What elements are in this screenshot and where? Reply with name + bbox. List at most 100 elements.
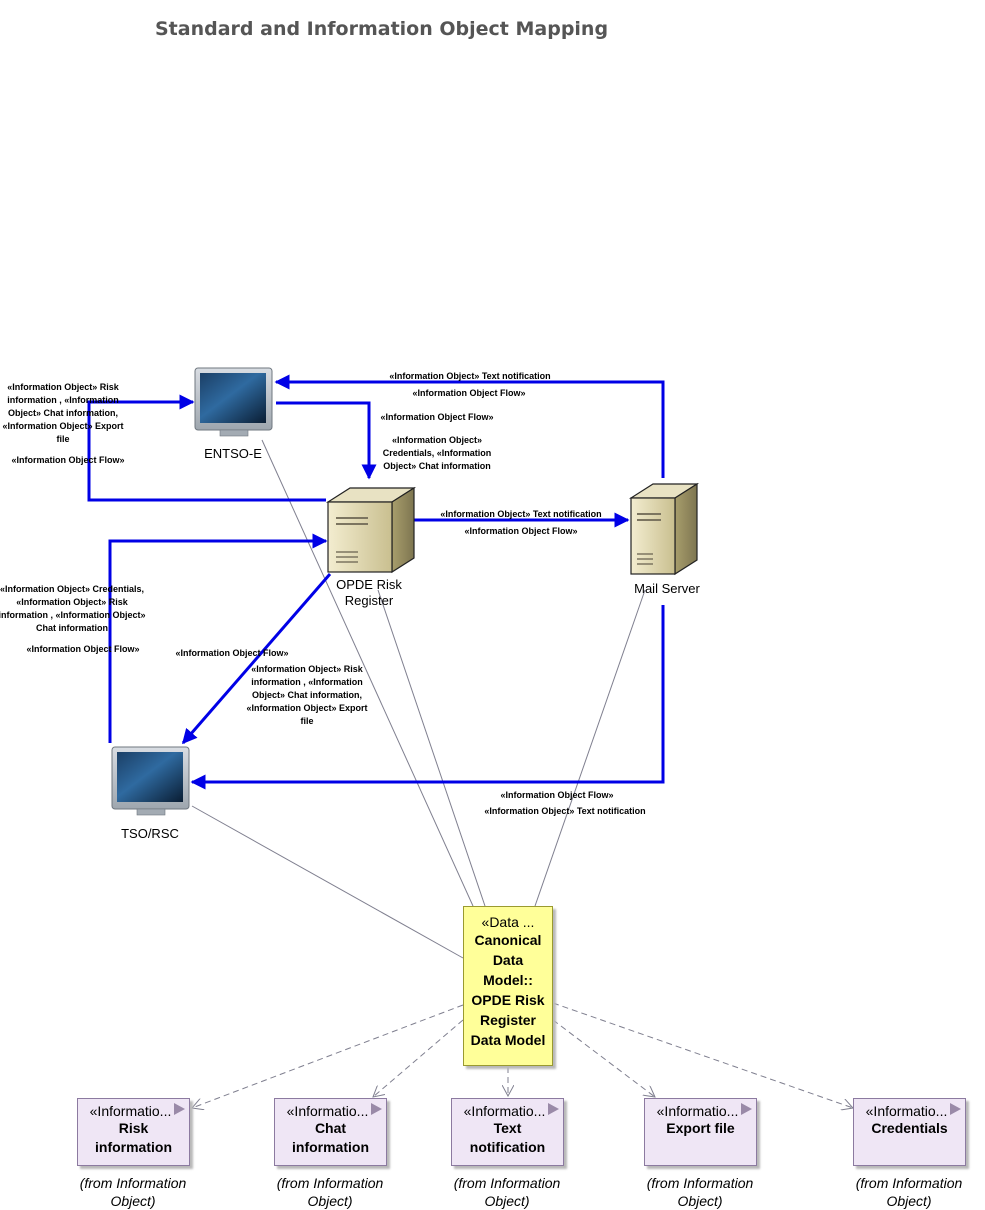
dependency-lines (192, 1002, 853, 1108)
trace-lines (191, 439, 646, 959)
info-object-name: Chat (314, 1120, 347, 1136)
element-triangle-icon (174, 1103, 185, 1115)
info-object-name: information (95, 1139, 172, 1155)
entsoe-node[interactable]: ENTSO-E (194, 367, 273, 461)
dep-chat (373, 1019, 464, 1097)
info-object-stereotype: «Informatio... (286, 1103, 369, 1119)
svg-text:«Information Object» Credentia: «Information Object» Credentials, (0, 584, 144, 594)
element-triangle-icon (950, 1103, 961, 1115)
info-object-name: notification (469, 1139, 546, 1155)
svg-text:file: file (300, 716, 313, 726)
flow-label-mail-to-tso: «Information Object Flow» «Information O… (484, 790, 645, 816)
data-model-name-line: Canonical (474, 932, 542, 948)
svg-text:Chat information: Chat information (36, 623, 108, 633)
data-model-name-line: OPDE Risk (471, 992, 545, 1008)
svg-text:«Information Object» Risk: «Information Object» Risk (16, 597, 129, 607)
server-icon (628, 482, 700, 576)
svg-text:«Information Object Flow»: «Information Object Flow» (464, 526, 577, 536)
svg-text:Object» Chat information,: Object» Chat information, (8, 408, 118, 418)
info-object-stereotype: «Informatio... (656, 1103, 739, 1119)
data-model-name-line: Model:: (483, 972, 533, 988)
svg-text:information , «Information Obj: information , «Information Object» (0, 610, 146, 620)
svg-text:«Information Object Flow»: «Information Object Flow» (412, 388, 525, 398)
flow-label-opde-to-mail: «Information Object» Text notification «… (440, 509, 601, 536)
dep-risk (192, 1004, 464, 1108)
svg-text:information , «Information: information , «Information (7, 395, 119, 405)
trace-opde (377, 589, 486, 907)
data-model-stereotype: «Data ... (481, 914, 535, 930)
info-object-risk-information[interactable]: «Informatio... Risk information (77, 1098, 190, 1166)
info-object-text-notification[interactable]: «Informatio... Text notification (451, 1098, 564, 1166)
svg-text:«Information Object» Text noti: «Information Object» Text notification (440, 509, 601, 519)
element-triangle-icon (548, 1103, 559, 1115)
info-object-name: information (292, 1139, 369, 1155)
svg-text:«Information Object» Text noti: «Information Object» Text notification (484, 806, 645, 816)
data-model-name-line: Data Model (470, 1032, 546, 1048)
info-object-chat-information[interactable]: «Informatio... Chat information (274, 1098, 387, 1166)
opde-label-line2: Register (345, 593, 394, 608)
trace-entsoe (261, 439, 474, 907)
monitor-icon (194, 367, 273, 437)
flow-mail-to-tso (190, 605, 665, 790)
tso-label: TSO/RSC (121, 826, 179, 841)
svg-text:«Information Object»: «Information Object» (392, 435, 482, 445)
flow-label-opde-to-entsoe: «Information Object» Risk information , … (2, 382, 124, 465)
trace-tso (191, 805, 464, 959)
mail-node[interactable]: Mail Server (628, 482, 701, 596)
dep-cred (552, 1002, 853, 1108)
trace-mail (534, 589, 646, 907)
information-flows (87, 374, 665, 790)
info-object-stereotype: «Informatio... (89, 1103, 172, 1119)
svg-text:file: file (56, 434, 69, 444)
flow-label-mail-to-entsoe: «Information Object» Text notification «… (389, 371, 550, 398)
diagram-title: Standard and Information Object Mapping (155, 18, 609, 40)
svg-text:«Information Object» Risk: «Information Object» Risk (7, 382, 120, 392)
flow-label-tso-to-opde: «Information Object» Credentials, «Infor… (0, 584, 146, 654)
svg-text:Credentials, «Information: Credentials, «Information (383, 448, 492, 458)
svg-text:information , «Information: information , «Information (251, 677, 363, 687)
info-object-credentials[interactable]: «Informatio... Credentials (853, 1098, 966, 1166)
opde-label-line1: OPDE Risk (336, 577, 402, 592)
flow-opde-to-tso (181, 573, 332, 745)
data-model-element[interactable]: «Data ... Canonical Data Model:: OPDE Ri… (463, 906, 553, 1066)
mail-label: Mail Server (634, 581, 700, 596)
dep-export (552, 1019, 655, 1097)
opde-node[interactable]: OPDE Risk Register (325, 486, 417, 608)
flow-label-opde-to-tso: «Information Object Flow» «Information O… (175, 648, 367, 726)
flow-tso-to-opde (108, 533, 328, 743)
svg-text:Object» Chat information,: Object» Chat information, (252, 690, 362, 700)
svg-text:Object» Chat information: Object» Chat information (383, 461, 491, 471)
server-icon (325, 486, 417, 574)
info-object-name: Risk (118, 1120, 149, 1136)
info-object-stereotype: «Informatio... (865, 1103, 948, 1119)
svg-text:«Information Object Flow»: «Information Object Flow» (175, 648, 288, 658)
info-object-stereotype: «Informatio... (463, 1103, 546, 1119)
svg-text:«Information Object Flow»: «Information Object Flow» (500, 790, 613, 800)
flow-entsoe-to-opde (276, 401, 377, 480)
svg-text:«Information Object» Export: «Information Object» Export (246, 703, 367, 713)
element-triangle-icon (741, 1103, 752, 1115)
info-object-name: Credentials (871, 1120, 948, 1136)
info-object-name: Export file (666, 1120, 735, 1136)
data-model-name-line: Register (479, 1012, 537, 1028)
svg-text:«Information Object Flow»: «Information Object Flow» (11, 455, 124, 465)
svg-text:«Information Object» Risk: «Information Object» Risk (251, 664, 364, 674)
entsoe-label: ENTSO-E (204, 446, 262, 461)
svg-text:«Information Object» Export: «Information Object» Export (2, 421, 123, 431)
info-object-name: Text (493, 1120, 522, 1136)
svg-text:«Information Object Flow»: «Information Object Flow» (26, 644, 139, 654)
element-triangle-icon (371, 1103, 382, 1115)
svg-text:«Information Object Flow»: «Information Object Flow» (380, 412, 493, 422)
flow-label-entsoe-to-opde: «Information Object Flow» «Information O… (380, 412, 493, 471)
info-object-export-file[interactable]: «Informatio... Export file (644, 1098, 757, 1166)
monitor-icon (111, 746, 190, 816)
tso-node[interactable]: TSO/RSC (111, 746, 190, 841)
flow-mail-to-entsoe (274, 374, 665, 478)
flow-opde-to-entsoe (87, 394, 326, 502)
